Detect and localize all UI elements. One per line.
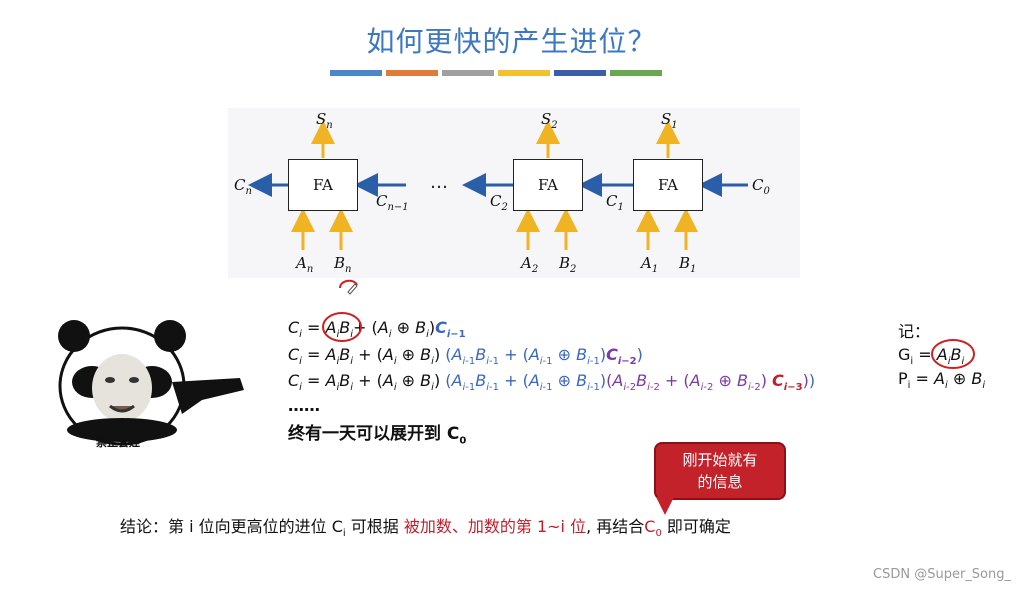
label-a1: A1 xyxy=(641,254,659,275)
label-s1: S1 xyxy=(661,110,678,131)
note-label: 记： xyxy=(898,322,931,341)
panda-meme-icon xyxy=(58,320,244,446)
color-bar-yellow xyxy=(498,70,550,76)
fa-label: FA xyxy=(658,176,678,194)
color-bar-navy xyxy=(554,70,606,76)
full-adder-2: FA xyxy=(513,159,583,211)
label-s2: S2 xyxy=(541,110,558,131)
ripple-carry-diagram: FA FA FA … Sn S2 S1 Cn Cn−1 C2 C1 C0 An … xyxy=(228,108,800,278)
full-adder-1: FA xyxy=(633,159,703,211)
color-bar-gray xyxy=(442,70,494,76)
label-c0: C0 xyxy=(752,176,770,197)
equation-final: 终有一天可以展开到 C0 xyxy=(288,424,467,447)
equation-dots: …… xyxy=(288,396,320,415)
color-bar-blue xyxy=(330,70,382,76)
label-cn: Cn xyxy=(234,176,252,197)
label-b2: B2 xyxy=(559,254,577,275)
equation-line-1: Ci = AiBi+ (Ai ⊕ Bi)Ci−1 xyxy=(288,312,466,342)
callout-tail xyxy=(656,497,674,515)
label-an: An xyxy=(296,254,314,275)
color-bar-strip xyxy=(330,70,662,76)
watermark: CSDN @Super_Song_ xyxy=(873,567,1011,582)
conclusion: 结论：第 i 位向更高位的进位 Ci 可根据 被加数、加数的第 1~i 位, 再… xyxy=(120,517,731,540)
label-c2: C2 xyxy=(490,192,508,213)
note-g: Gi = AiBi xyxy=(898,339,975,369)
color-bar-orange xyxy=(386,70,438,76)
fa-label: FA xyxy=(313,176,333,194)
label-c1: C1 xyxy=(606,192,624,213)
fa-label: FA xyxy=(538,176,558,194)
highlight-circle xyxy=(930,339,975,369)
ellipsis: … xyxy=(430,172,451,193)
equation-line-2: Ci = AiBi + (Ai ⊕ Bi) (Ai-1Bi-1 + (Ai-1 … xyxy=(288,345,643,368)
meme-caption: 禁止套娃 xyxy=(96,436,140,449)
callout-line-2: 的信息 xyxy=(697,473,743,491)
color-bar-green xyxy=(610,70,662,76)
label-bn: Bn xyxy=(334,254,352,275)
note-p: Pi = Ai ⊕ Bi xyxy=(898,369,986,392)
label-cn1: Cn−1 xyxy=(376,192,409,213)
pen-annotation-icon xyxy=(339,279,358,295)
callout-line-1: 刚开始就有 xyxy=(682,451,758,469)
label-b1: B1 xyxy=(679,254,697,275)
callout-box: 刚开始就有 的信息 xyxy=(654,442,786,500)
diagram-arrows xyxy=(248,120,748,250)
label-a2: A2 xyxy=(521,254,539,275)
full-adder-n: FA xyxy=(288,159,358,211)
highlight-circle xyxy=(321,312,362,342)
label-sn: Sn xyxy=(316,110,333,131)
equation-line-3: Ci = AiBi + (Ai ⊕ Bi) (Ai-1Bi-1 + (Ai-1 … xyxy=(288,371,816,394)
page-title: 如何更快的产生进位？ xyxy=(366,25,657,58)
